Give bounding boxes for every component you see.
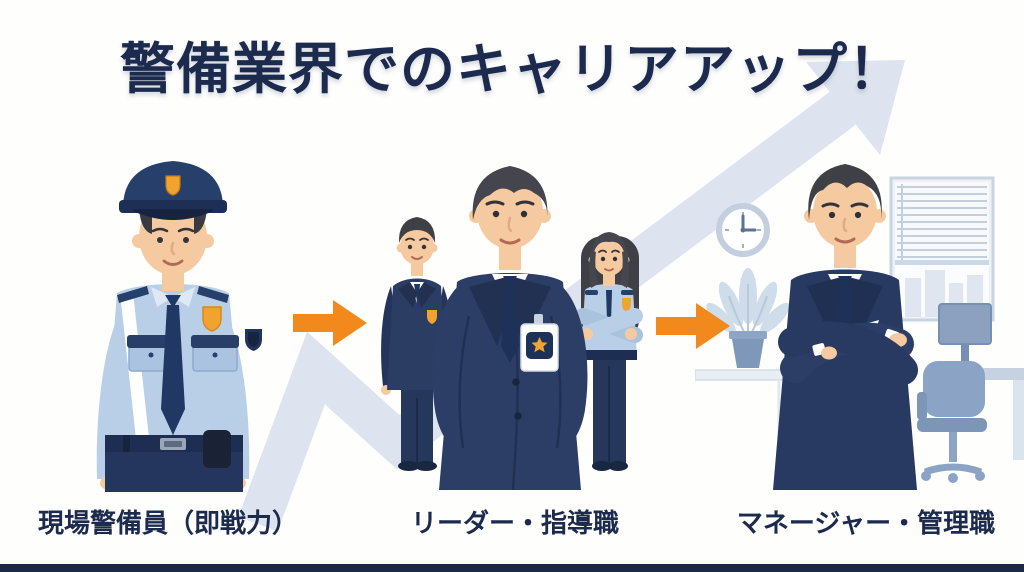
manager-figure (773, 164, 918, 490)
leader-figure (432, 166, 588, 490)
leader-with-team-illustration (381, 166, 643, 490)
stage-label-field-guard: 現場警備員（即戦力） (37, 508, 298, 538)
potted-plant-icon (706, 268, 790, 368)
wall-clock-icon (716, 203, 770, 257)
stage-label-manager: マネージャー・管理職 (736, 508, 996, 538)
manager-in-office-illustration (695, 164, 1024, 490)
page-title: 警備業界でのキャリアアップ！ (119, 38, 904, 100)
stage-label-leader: リーダー・指導職 (410, 508, 619, 538)
footer-bar (0, 564, 1024, 572)
gold-badge-icon (202, 306, 222, 332)
office-chair-icon (917, 361, 987, 483)
side-table (695, 369, 784, 381)
id-badge-icon (520, 314, 559, 372)
security-guard-illustration (96, 161, 262, 492)
window-blinds-icon (889, 176, 995, 322)
team-member-female-guard (575, 232, 643, 471)
